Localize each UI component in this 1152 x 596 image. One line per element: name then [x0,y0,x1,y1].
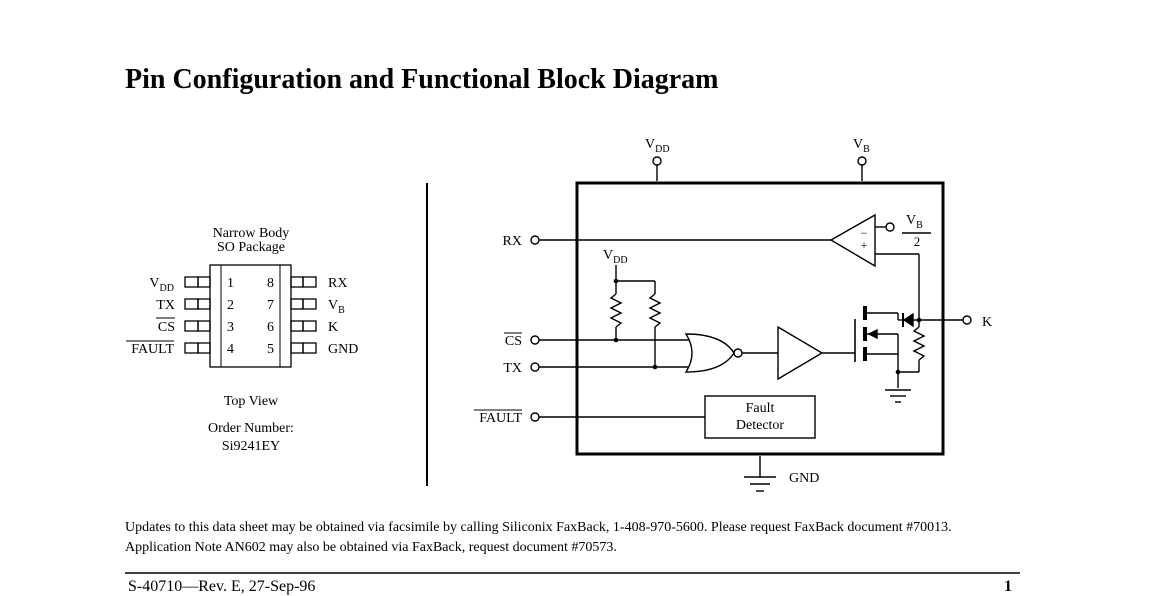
footer-page-number: 1 [1004,578,1012,595]
pin-8-lead [302,276,317,288]
pin-2-lead-inner [197,298,211,310]
pin-label-fault: FAULT [131,342,174,357]
vb-half-ref-terminal [885,222,895,232]
nor-gate-symbol [684,333,735,373]
diode-symbol [902,312,914,328]
pin-4-lead-inner [197,342,211,354]
pin-label-vb: VB [328,298,345,316]
comparator-minus-sign: − [861,226,868,240]
fault-detector-label-line2: Detector [736,418,785,433]
pin-label-tx: TX [156,298,175,313]
fault-pin-label: FAULT [479,411,522,426]
pin-number-7: 7 [267,298,274,313]
order-number-label: Order Number: [208,421,294,436]
pin-7-lead-inner [290,298,304,310]
ic-package-body [209,264,292,368]
k-pin-label: K [982,315,992,330]
pin-3-lead-inner [197,320,211,332]
comparator-plus-sign: + [861,238,868,252]
nor-gate-inversion-bubble [733,348,743,358]
order-number-value: Si9241EY [222,439,280,454]
tx-pin-terminal [530,362,540,372]
faxback-note-line-1: Updates to this data sheet may be obtain… [125,520,952,535]
comparator-symbol [829,213,876,268]
pin-label-vdd: VDD [149,276,174,294]
so-package-section: Narrow Body SO Package 1 2 3 4 8 7 6 5 V… [126,226,358,454]
fault-detector-block [704,395,816,439]
page-title: Pin Configuration and Functional Block D… [125,64,719,95]
top-view-label: Top View [224,394,279,409]
pin-number-6: 6 [267,320,274,335]
internal-vdd-label: VDD [603,248,628,266]
vb-pin-label: VB [853,137,870,155]
pin-2-lead [184,298,199,310]
k-pin-terminal [962,315,972,325]
chip-outline [575,181,945,456]
pin-3-lead [184,320,199,332]
pin-label-gnd: GND [328,342,358,357]
driver-buffer-symbol [777,325,824,381]
faxback-note-line-2: Application Note AN602 may also be obtai… [125,540,617,555]
pin-1-lead [184,276,199,288]
vdd-pin-terminal [652,156,662,166]
pin-number-2: 2 [227,298,234,313]
vb-half-denominator: 2 [914,234,921,249]
pin-number-4: 4 [227,342,234,357]
mosfet-body-arrow [867,328,878,340]
junction-dot [613,278,619,284]
pin-8-lead-inner [290,276,304,288]
rx-pin-label: RX [503,234,522,249]
pin-number-1: 1 [227,276,234,291]
functional-block-diagram [530,156,972,492]
vdd-pin-label: VDD [645,137,670,155]
vb-pin-terminal [857,156,867,166]
pin-1-lead-inner [197,276,211,288]
footer-doc-revision: S-40710—Rev. E, 27-Sep-96 [128,578,316,595]
pin-label-cs: CS [158,320,175,335]
pullup-resistor-1 [609,293,623,328]
pin-7-lead [302,298,317,310]
gnd-pin-label: GND [789,471,819,486]
block-diagram-labels: VDD VB RX CS TX FAULT K GND VDD VB 2 − +… [474,137,992,486]
package-body-label: Narrow Body [213,226,290,241]
pullup-resistor-2 [648,293,662,328]
pin-4-lead [184,342,199,354]
pin-label-rx: RX [328,276,347,291]
pin-6-lead [302,320,317,332]
pin-5-lead-inner [290,342,304,354]
fault-pin-terminal [530,412,540,422]
pin-number-8: 8 [267,276,274,291]
package-type-label: SO Package [217,240,285,255]
cs-pin-label: CS [505,334,522,349]
junction-dot [895,369,901,375]
pin-label-k: K [328,320,338,335]
vb-half-numerator: VB [906,213,923,231]
pin-number-5: 5 [267,342,274,357]
cs-pin-terminal [530,335,540,345]
rx-pin-terminal [530,235,540,245]
fault-detector-label-line1: Fault [746,401,775,416]
pin-5-lead [302,342,317,354]
tx-pin-label: TX [503,361,522,376]
pin-6-lead-inner [290,320,304,332]
pin-number-3: 3 [227,320,234,335]
k-pulldown-resistor [912,326,926,361]
